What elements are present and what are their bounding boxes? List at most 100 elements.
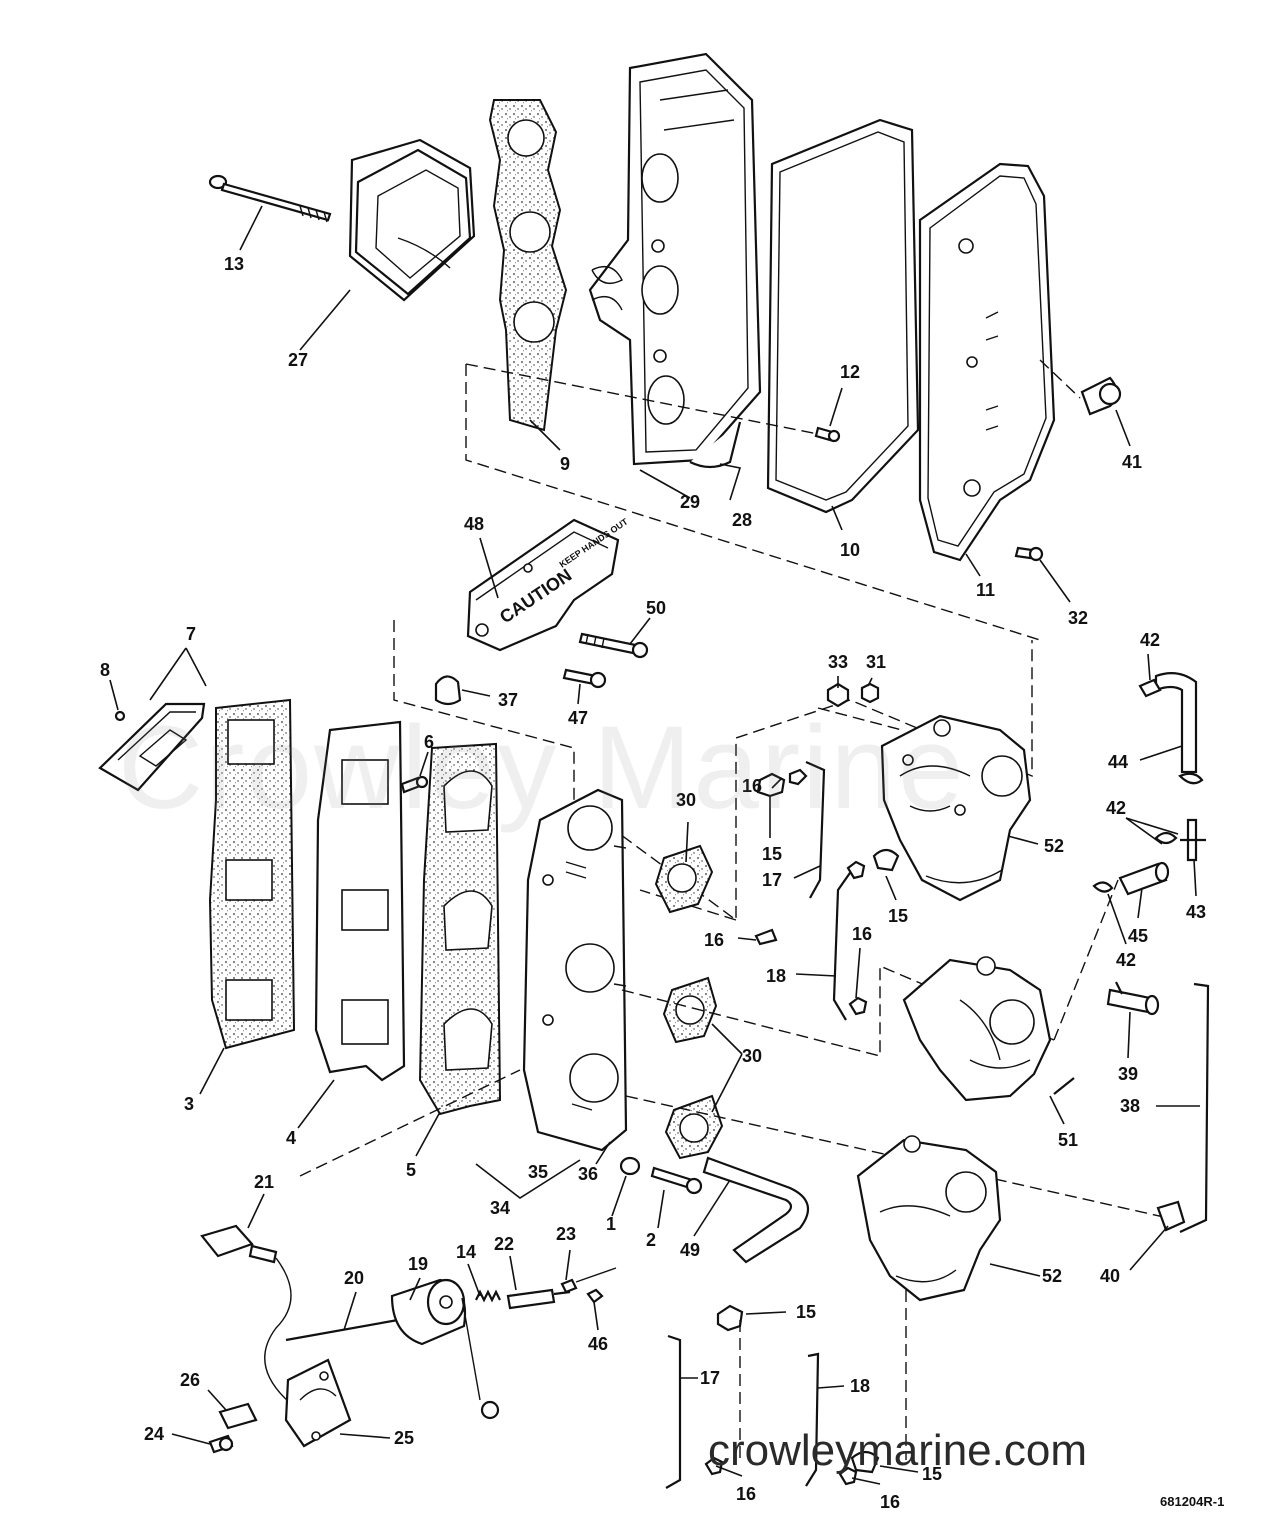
plunger-22	[506, 1288, 571, 1310]
gasket-9	[488, 99, 568, 432]
hose-44	[1138, 671, 1198, 774]
callout-35: 35	[528, 1162, 548, 1182]
callout-22: 22	[494, 1234, 514, 1254]
callout-41: 41	[1122, 452, 1142, 472]
callout-30-top: 30	[676, 790, 696, 810]
grommet-41	[1080, 376, 1122, 416]
callout-14: 14	[456, 1242, 476, 1262]
screw-8	[114, 710, 126, 722]
gasket-30-mid	[662, 976, 718, 1044]
callout-18-mid: 18	[766, 966, 786, 986]
gasket-30-bottom	[664, 1094, 724, 1160]
reed-block-7	[98, 702, 206, 792]
alignment-line-bottom	[625, 1095, 1187, 1223]
clip-42-d	[1092, 881, 1114, 893]
callout-33: 33	[828, 652, 848, 672]
callout-8: 8	[100, 660, 110, 680]
callout-31: 31	[866, 652, 886, 672]
callout-30-mid: 30	[742, 1046, 762, 1066]
callout-18-bottom: 18	[850, 1376, 870, 1396]
bolt-47	[562, 668, 607, 689]
callout-34: 34	[490, 1198, 510, 1218]
callout-16-lowest: 16	[880, 1492, 900, 1512]
air-silencer-27	[348, 138, 476, 302]
callout-16-mid: 16	[704, 930, 724, 950]
callout-1: 1	[606, 1214, 616, 1234]
callout-15-lowest: 15	[922, 1464, 942, 1484]
connector-21	[200, 1224, 278, 1264]
callout-13: 13	[224, 254, 244, 274]
caution-plate-48: CAUTION KEEP HANDS OUT	[466, 516, 630, 652]
callout-44: 44	[1108, 752, 1128, 772]
bolt-2	[650, 1166, 703, 1195]
link-rod-17-top	[756, 760, 826, 899]
callout-50: 50	[646, 598, 666, 618]
spring-14	[475, 1289, 501, 1303]
linkage-15-c	[716, 1304, 744, 1332]
callout-12: 12	[840, 362, 860, 382]
carburetor-51-mid	[902, 956, 1075, 1102]
callout-16-top: 16	[742, 776, 762, 796]
bracket-40	[1156, 1200, 1186, 1232]
callout-26: 26	[180, 1370, 200, 1390]
fitting-43	[1180, 818, 1206, 862]
callout-labels: 13 27 9 29 28 12 10 11 41 32 48 50 47 37…	[100, 254, 1206, 1512]
callout-52-top: 52	[1044, 836, 1064, 856]
bushing-39	[1106, 981, 1160, 1016]
link-rod-38	[1179, 982, 1210, 1233]
leaf-housing-34	[522, 788, 628, 1152]
reference-code: 681204R-1	[1160, 1494, 1225, 1509]
callout-15-top: 15	[762, 844, 782, 864]
wire-23	[575, 1267, 617, 1283]
intake-housing-28	[588, 52, 762, 469]
callout-24: 24	[144, 1424, 164, 1444]
callout-28: 28	[732, 510, 752, 530]
callout-37: 37	[498, 690, 518, 710]
callout-49: 49	[680, 1240, 700, 1260]
callout-17-top: 17	[762, 870, 782, 890]
screw-24	[208, 1434, 234, 1454]
callout-36: 36	[578, 1164, 598, 1184]
alignment-line-top-2	[465, 363, 819, 435]
clip-42-b	[1178, 772, 1204, 785]
callout-19: 19	[408, 1254, 428, 1274]
callout-4: 4	[286, 1128, 296, 1148]
callout-11: 11	[976, 580, 995, 600]
callout-46: 46	[588, 1334, 608, 1354]
callout-15-bottom: 15	[796, 1302, 816, 1322]
callout-10: 10	[840, 540, 860, 560]
solenoid-19	[390, 1278, 500, 1420]
hose-49	[702, 1156, 810, 1264]
callout-9: 9	[560, 454, 570, 474]
rod-20	[285, 1318, 399, 1342]
callout-16-right: 16	[852, 924, 872, 944]
site-url-text: crowleymarine.com	[708, 1426, 1087, 1475]
callout-40: 40	[1100, 1266, 1120, 1286]
clip-42-c	[1154, 831, 1178, 845]
carburetor-52-top	[880, 714, 1032, 902]
wire-21	[264, 1257, 297, 1409]
callout-3: 3	[184, 1094, 194, 1114]
cap-37	[434, 675, 462, 706]
link-rod-18-mid	[832, 848, 900, 1021]
leader-lines	[109, 205, 1200, 1485]
callout-47: 47	[568, 708, 588, 728]
gasket-30-top	[654, 844, 714, 914]
callout-51: 51	[1058, 1130, 1078, 1150]
reed-plate-3	[208, 698, 296, 1050]
callout-23: 23	[556, 1224, 576, 1244]
callout-20: 20	[344, 1268, 364, 1288]
alignment-line-21	[299, 1069, 521, 1177]
callout-21: 21	[254, 1172, 274, 1192]
callout-42-mid: 42	[1106, 798, 1126, 818]
washer-1	[619, 1156, 641, 1176]
callout-42-low: 42	[1116, 950, 1136, 970]
callout-15-mid: 15	[888, 906, 908, 926]
link-rod-17-bottom	[665, 1334, 724, 1489]
carburetor-52-bottom	[856, 1135, 1002, 1302]
callout-7: 7	[186, 624, 196, 644]
callout-2: 2	[646, 1230, 656, 1250]
screw-12	[814, 426, 841, 443]
clip-26	[218, 1402, 258, 1430]
